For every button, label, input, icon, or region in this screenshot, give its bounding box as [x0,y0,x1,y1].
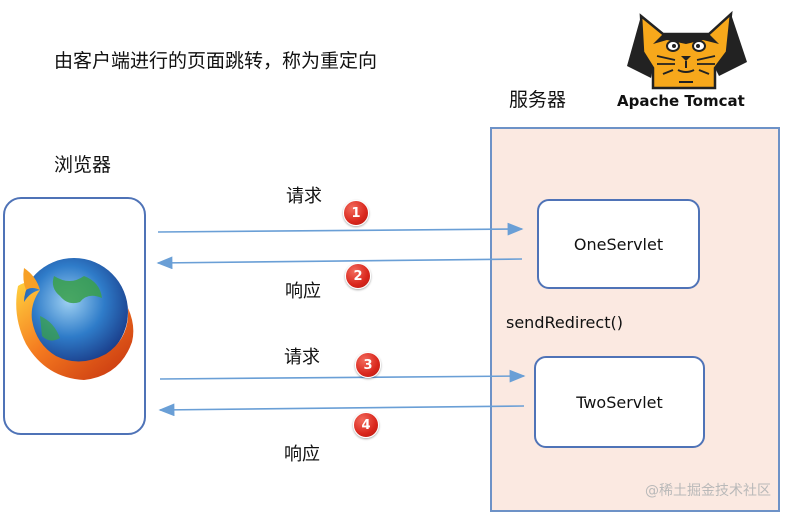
one-servlet-box: OneServlet [537,199,700,289]
step-1-badge: 1 [343,200,369,226]
firefox-icon [16,258,134,380]
step-4-badge: 4 [353,412,379,438]
response-arrow-4 [158,403,525,417]
browser-label: 浏览器 [54,154,112,176]
watermark: @稀土掘金技术社区 [645,483,771,499]
request-arrow-3 [159,369,526,383]
response-arrow-2 [156,256,523,270]
step-2-badge: 2 [345,263,371,289]
step-3-badge: 3 [355,352,381,378]
one-servlet-label: OneServlet [573,234,664,254]
tomcat-logo-text: Apache Tomcat [617,92,745,110]
two-servlet-label: TwoServlet [576,392,663,412]
step-1-label: 请求 [286,186,322,207]
send-redirect-label: sendRedirect() [506,313,623,332]
server-label: 服务器 [509,89,567,111]
browser-container [3,197,146,435]
request-arrow-1 [157,222,524,236]
two-servlet-box: TwoServlet [534,356,705,448]
step-2-label: 响应 [285,281,321,302]
step-3-label: 请求 [284,347,320,368]
page-title: 由客户端进行的页面跳转，称为重定向 [54,50,378,72]
step-4-label: 响应 [284,444,320,465]
tomcat-cat-icon [627,10,747,90]
